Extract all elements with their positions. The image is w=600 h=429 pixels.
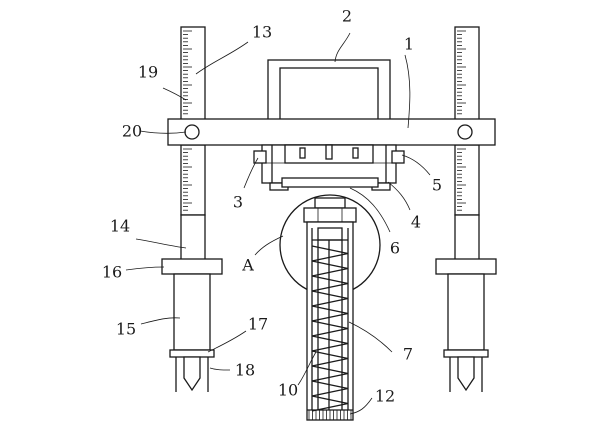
label-10: 10: [278, 381, 298, 400]
right-pivot-hole: [457, 124, 473, 140]
right-rail: [454, 26, 480, 216]
coupling: [303, 197, 357, 223]
label-1: 1: [404, 35, 414, 54]
label-3: 3: [233, 193, 243, 212]
label-15: 15: [116, 320, 136, 339]
label-2: 2: [342, 7, 352, 26]
label-12: 12: [375, 387, 395, 406]
label-17: 17: [248, 315, 268, 334]
scale-ticks: [457, 148, 466, 211]
label-4: 4: [411, 213, 421, 232]
label-16: 16: [102, 263, 122, 282]
label-18: 18: [235, 361, 255, 380]
label-13: 13: [252, 23, 272, 42]
cross-beam: [167, 118, 496, 146]
label-14: 14: [110, 217, 130, 236]
label-6: 6: [390, 239, 400, 258]
left-leg: [161, 214, 223, 392]
cutter-teeth: [308, 410, 352, 420]
right-leg: [435, 214, 497, 392]
auger-tube: [306, 221, 354, 421]
spiral-flight: [311, 245, 349, 412]
mount-assembly: [253, 144, 405, 191]
scale-ticks: [183, 148, 192, 211]
label-a: A: [241, 256, 254, 275]
top-housing: [267, 59, 391, 121]
part-labels: 2 1 13 19 20 3 5 4 6 A 14 16 15 17 18 7 …: [102, 7, 442, 406]
leader-lines: [125, 32, 431, 415]
label-5: 5: [432, 176, 442, 195]
label-20: 20: [122, 122, 142, 141]
label-7: 7: [403, 345, 413, 364]
label-19: 19: [138, 63, 158, 82]
left-rail: [180, 26, 206, 216]
scale-ticks: [183, 30, 192, 115]
left-pivot-hole: [184, 124, 200, 140]
scale-ticks: [457, 30, 466, 115]
